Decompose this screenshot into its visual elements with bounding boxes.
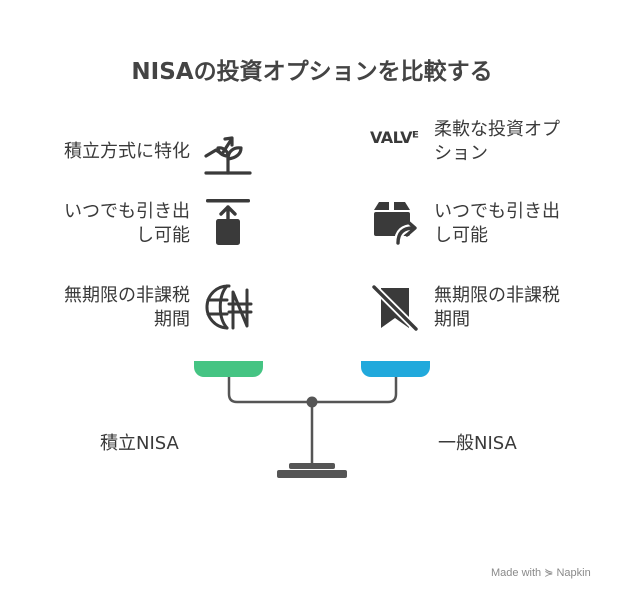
- valve-logo-text: VALVᴱ: [370, 128, 419, 147]
- scale-base-top: [289, 463, 335, 469]
- scale-base: [277, 470, 347, 478]
- right-item-2-line1: いつでも引き出: [434, 201, 560, 222]
- right-item-1-line1: 柔軟な投資オプ: [434, 119, 560, 140]
- right-item-1-line2: ション: [434, 143, 488, 164]
- left-item-2-label: いつでも引き出 し可能: [40, 200, 190, 248]
- left-hanger: [227, 377, 310, 404]
- left-scale-pan: [194, 361, 263, 377]
- napkin-credit: Made with ⋟ Napkin: [491, 567, 591, 579]
- scale-pivot: [306, 396, 318, 408]
- right-item-3-line1: 無期限の非課税: [434, 285, 560, 306]
- left-item-3-line2: 期間: [154, 309, 190, 330]
- right-item-1-label: 柔軟な投資オプ ション: [434, 118, 604, 166]
- globe-naira-icon: [203, 282, 253, 332]
- sprout-growth-icon: [203, 126, 253, 176]
- right-scale-pan: [361, 361, 430, 377]
- right-item-2-line2: し可能: [434, 225, 488, 246]
- right-item-3-label: 無期限の非課税 期間: [434, 284, 604, 332]
- bookmark-off-icon: [370, 283, 420, 333]
- left-base-label: 積立NISA: [100, 433, 179, 454]
- box-share-arrow-icon: [371, 198, 423, 248]
- right-item-3-line2: 期間: [434, 309, 470, 330]
- left-item-3-label: 無期限の非課税 期間: [40, 284, 190, 332]
- upload-arrow-icon: [203, 197, 253, 249]
- left-item-3-line1: 無期限の非課税: [64, 285, 190, 306]
- left-item-2-line2: し可能: [136, 225, 190, 246]
- left-item-2-line1: いつでも引き出: [64, 201, 190, 222]
- diagram-title: NISAの投資オプションを比較する: [131, 59, 493, 85]
- right-item-2-label: いつでも引き出 し可能: [434, 200, 604, 248]
- valve-logo-icon: VALVᴱ: [370, 128, 422, 154]
- left-item-1-text: 積立方式に特化: [64, 141, 190, 162]
- right-base-label: 一般NISA: [438, 433, 517, 454]
- left-item-1-label: 積立方式に特化: [40, 140, 190, 164]
- right-hanger: [314, 377, 398, 404]
